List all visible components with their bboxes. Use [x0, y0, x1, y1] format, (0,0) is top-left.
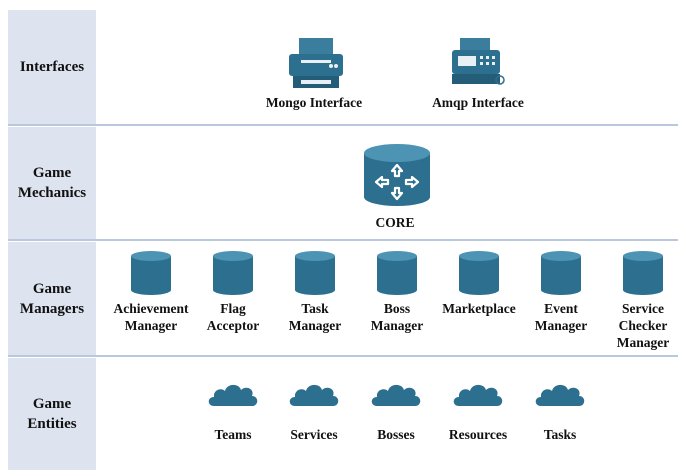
database-icon [377, 251, 417, 295]
row-label-text: Game Mechanics [17, 165, 87, 201]
node-label: Event Manager [534, 301, 588, 333]
database-icon [131, 251, 171, 295]
cloud-icon [371, 384, 421, 406]
database-icon [213, 251, 253, 295]
node-amqp-interface: Amqp Interface [408, 94, 548, 111]
database-icon [295, 251, 335, 295]
node-label: Task Manager [288, 301, 342, 333]
row-label-text: Game Managers [19, 280, 85, 317]
node-boss-manager: Boss Manager [347, 300, 447, 334]
node-label: CORE [375, 215, 415, 230]
printer-icon [289, 38, 343, 88]
node-label: Achievement Manager [113, 301, 189, 333]
fax-icon [452, 38, 505, 85]
node-label: Resources [448, 427, 508, 442]
node-label: Bosses [377, 427, 415, 442]
row-label-game-entities: Game Entities [8, 358, 96, 470]
node-core: CORE [345, 214, 445, 231]
row-label-game-mechanics: Game Mechanics [8, 127, 96, 239]
node-label: Service Checker Manager [616, 301, 670, 350]
node-tasks: Tasks [520, 426, 600, 443]
row-label-interfaces: Interfaces [8, 10, 96, 124]
node-bosses: Bosses [356, 426, 436, 443]
node-resources: Resources [438, 426, 518, 443]
row-separator [8, 355, 678, 357]
node-label: Tasks [543, 427, 577, 442]
database-icon [459, 251, 499, 295]
node-label: Teams [214, 427, 252, 442]
node-services: Services [274, 426, 354, 443]
row-label-game-managers: Game Managers [8, 242, 96, 355]
row-separator [8, 239, 678, 241]
database-icon [623, 251, 663, 295]
cloud-icon [208, 384, 258, 406]
node-label: Services [290, 427, 338, 442]
node-mongo-interface: Mongo Interface [244, 94, 384, 111]
cloud-icon [535, 384, 585, 406]
node-label: Marketplace [442, 301, 516, 316]
row-label-text: Game Entities [27, 396, 77, 432]
node-label: Flag Acceptor [206, 301, 260, 333]
node-flag-acceptor: Flag Acceptor [183, 300, 283, 334]
cloud-icon [289, 384, 339, 406]
node-teams: Teams [193, 426, 273, 443]
node-label: Mongo Interface [265, 95, 363, 110]
router-icon [364, 144, 430, 206]
node-marketplace: Marketplace [429, 300, 529, 317]
node-task-manager: Task Manager [265, 300, 365, 334]
node-service-checker-manager: Service Checker Manager [603, 300, 683, 351]
row-separator [8, 124, 678, 126]
node-label: Amqp Interface [432, 95, 524, 110]
node-label: Boss Manager [370, 301, 424, 333]
database-icon [541, 251, 581, 295]
node-event-manager: Event Manager [511, 300, 611, 334]
row-label-text: Interfaces [19, 59, 85, 75]
cloud-icon [453, 384, 503, 406]
node-achievement-manager: Achievement Manager [101, 300, 201, 334]
